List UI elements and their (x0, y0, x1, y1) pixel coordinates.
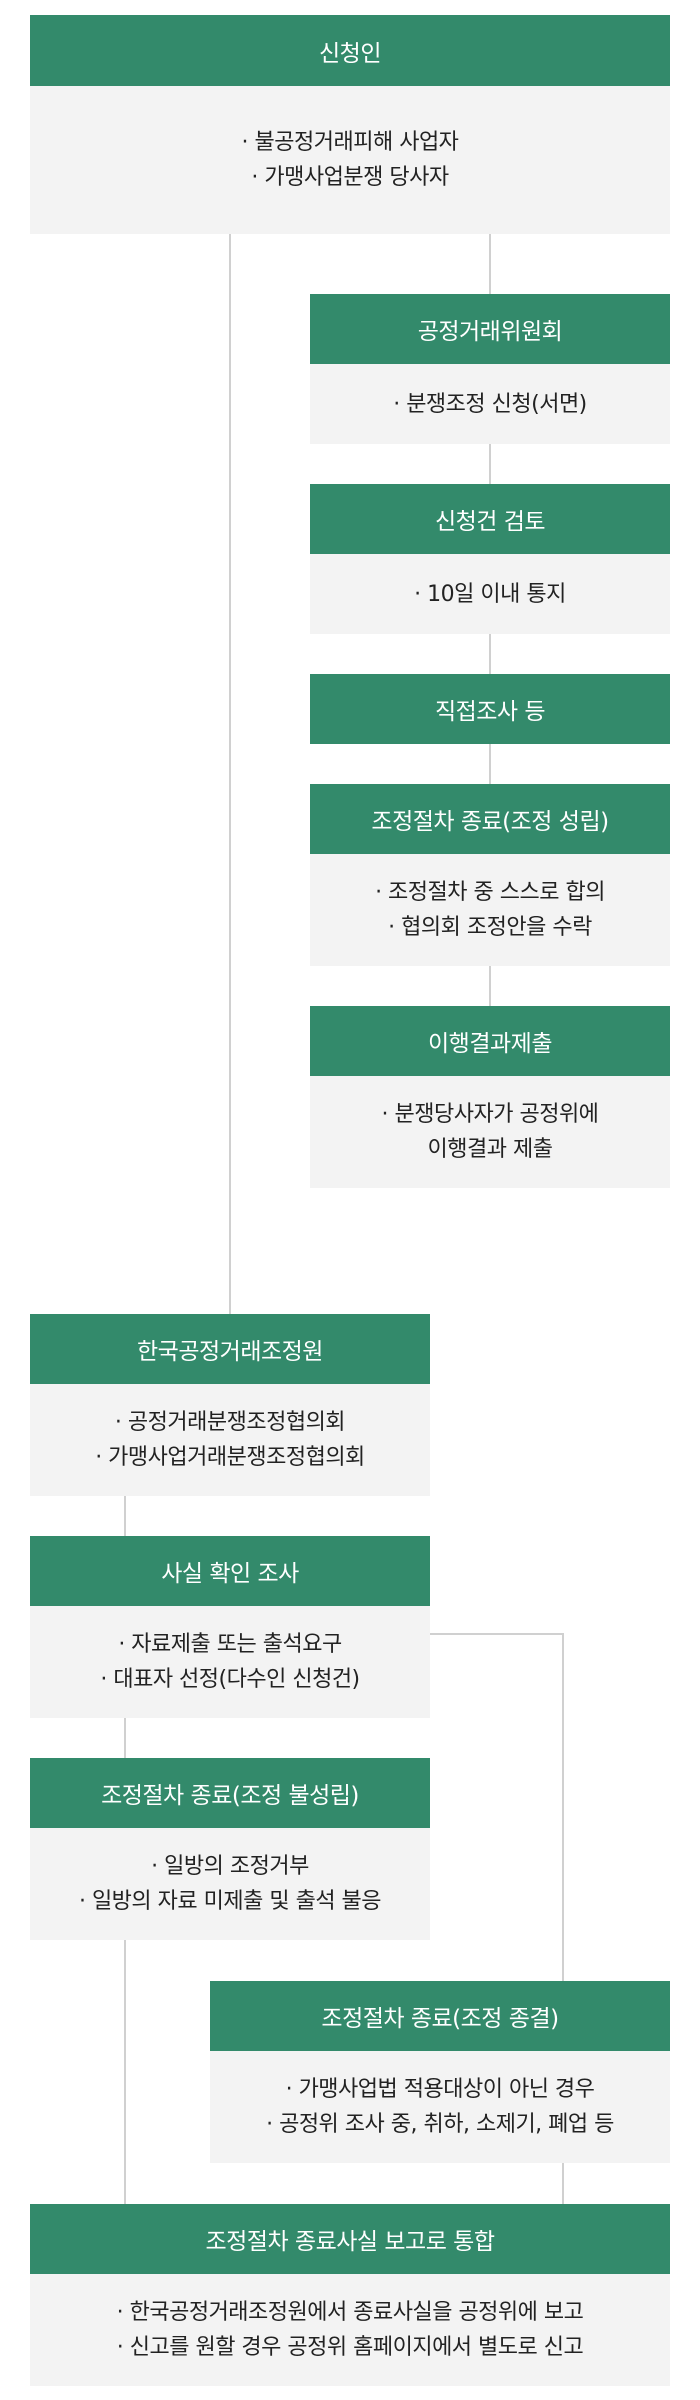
review-box: 신청건 검토 · 10일 이내 통지 (310, 484, 670, 634)
fact-check-box: 사실 확인 조사 · 자료제출 또는 출석요구 · 대표자 선정(다수인 신청건… (30, 1536, 430, 1718)
kfair-line: · 가맹사업거래분쟁조정협의회 (95, 1445, 365, 1470)
connector-review-to-investigation (489, 634, 491, 674)
fact-check-line: · 자료제출 또는 출석요구 (118, 1632, 342, 1657)
fact-check-line: · 대표자 선정(다수인 신청건) (100, 1667, 360, 1692)
integrated-box: 조정절차 종료사실 보고로 통합 · 한국공정거래조정원에서 종료사실을 공정위… (30, 2204, 670, 2386)
compliance-box: 이행결과제출 · 분쟁당사자가 공정위에 이행결과 제출 (310, 1006, 670, 1188)
end-fail-title: 조정절차 종료(조정 불성립) (30, 1758, 430, 1828)
end-success-line: · 조정절차 중 스스로 합의 (375, 880, 605, 905)
end-terminate-line: · 공정위 조사 중, 취하, 소제기, 폐업 등 (266, 2112, 614, 2137)
compliance-description: · 분쟁당사자가 공정위에 이행결과 제출 (310, 1076, 670, 1188)
review-title: 신청건 검토 (310, 484, 670, 554)
fact-check-title: 사실 확인 조사 (30, 1536, 430, 1606)
direct-investigation-title: 직접조사 등 (310, 674, 670, 744)
connector-kfair-to-fact-check (124, 1496, 126, 1536)
compliance-title: 이행결과제출 (310, 1006, 670, 1076)
end-fail-description: · 일방의 조정거부 · 일방의 자료 미제출 및 출석 불응 (30, 1828, 430, 1940)
end-terminate-title: 조정절차 종료(조정 종결) (210, 1981, 670, 2051)
connector-end-success-to-compliance (489, 966, 491, 1006)
ftc-box: 공정거래위원회 · 분쟁조정 신청(서면) (310, 294, 670, 444)
end-success-line: · 협의회 조정안을 수락 (388, 915, 592, 940)
ftc-description: · 분쟁조정 신청(서면) (310, 364, 670, 444)
compliance-line: 이행결과 제출 (427, 1137, 553, 1162)
end-success-description: · 조정절차 중 스스로 합의 · 협의회 조정안을 수락 (310, 854, 670, 966)
end-terminate-line: · 가맹사업법 적용대상이 아닌 경우 (285, 2077, 595, 2102)
compliance-line: · 분쟁당사자가 공정위에 (381, 1102, 599, 1127)
end-terminate-box: 조정절차 종료(조정 종결) · 가맹사업법 적용대상이 아닌 경우 · 공정위… (210, 1981, 670, 2163)
end-success-title: 조정절차 종료(조정 성립) (310, 784, 670, 854)
end-fail-line: · 일방의 조정거부 (151, 1854, 309, 1879)
applicant-line: · 불공정거래피해 사업자 (241, 130, 459, 155)
kfair-box: 한국공정거래조정원 · 공정거래분쟁조정협의회 · 가맹사업거래분쟁조정협의회 (30, 1314, 430, 1496)
integrated-line: · 신고를 원할 경우 공정위 홈페이지에서 별도로 신고 (116, 2335, 584, 2360)
connector-fact-check-branch-horizontal (424, 1633, 564, 1635)
connector-fact-check-branch-vertical (562, 1633, 564, 1981)
kfair-description: · 공정거래분쟁조정협의회 · 가맹사업거래분쟁조정협의회 (30, 1384, 430, 1496)
end-terminate-description: · 가맹사업법 적용대상이 아닌 경우 · 공정위 조사 중, 취하, 소제기,… (210, 2051, 670, 2163)
applicant-line: · 가맹사업분쟁 당사자 (251, 165, 449, 190)
applicant-title: 신청인 (30, 15, 670, 86)
ftc-title: 공정거래위원회 (310, 294, 670, 364)
review-line: · 10일 이내 통지 (414, 581, 566, 607)
connector-end-terminate-to-integrated (562, 2163, 564, 2204)
connector-end-fail-to-integrated (124, 1940, 126, 2204)
kfair-line: · 공정거래분쟁조정협의회 (114, 1410, 346, 1435)
applicant-box: 신청인 · 불공정거래피해 사업자 · 가맹사업분쟁 당사자 (30, 15, 670, 234)
kfair-title: 한국공정거래조정원 (30, 1314, 430, 1384)
end-success-box: 조정절차 종료(조정 성립) · 조정절차 중 스스로 합의 · 협의회 조정안… (310, 784, 670, 966)
integrated-line: · 한국공정거래조정원에서 종료사실을 공정위에 보고 (116, 2300, 584, 2325)
end-fail-box: 조정절차 종료(조정 불성립) · 일방의 조정거부 · 일방의 자료 미제출 … (30, 1758, 430, 1940)
end-fail-line: · 일방의 자료 미제출 및 출석 불응 (78, 1889, 382, 1914)
connector-applicant-to-kfair (229, 234, 231, 1314)
connector-investigation-to-end-success (489, 744, 491, 784)
applicant-description: · 불공정거래피해 사업자 · 가맹사업분쟁 당사자 (30, 86, 670, 234)
connector-applicant-to-ftc (489, 234, 491, 294)
ftc-line: · 분쟁조정 신청(서면) (393, 391, 587, 417)
connector-fact-check-to-end-fail (124, 1718, 126, 1758)
direct-investigation-box: 직접조사 등 (310, 674, 670, 744)
integrated-title: 조정절차 종료사실 보고로 통합 (30, 2204, 670, 2274)
review-description: · 10일 이내 통지 (310, 554, 670, 634)
integrated-description: · 한국공정거래조정원에서 종료사실을 공정위에 보고 · 신고를 원할 경우 … (30, 2274, 670, 2386)
fact-check-description: · 자료제출 또는 출석요구 · 대표자 선정(다수인 신청건) (30, 1606, 430, 1718)
connector-ftc-to-review (489, 444, 491, 484)
